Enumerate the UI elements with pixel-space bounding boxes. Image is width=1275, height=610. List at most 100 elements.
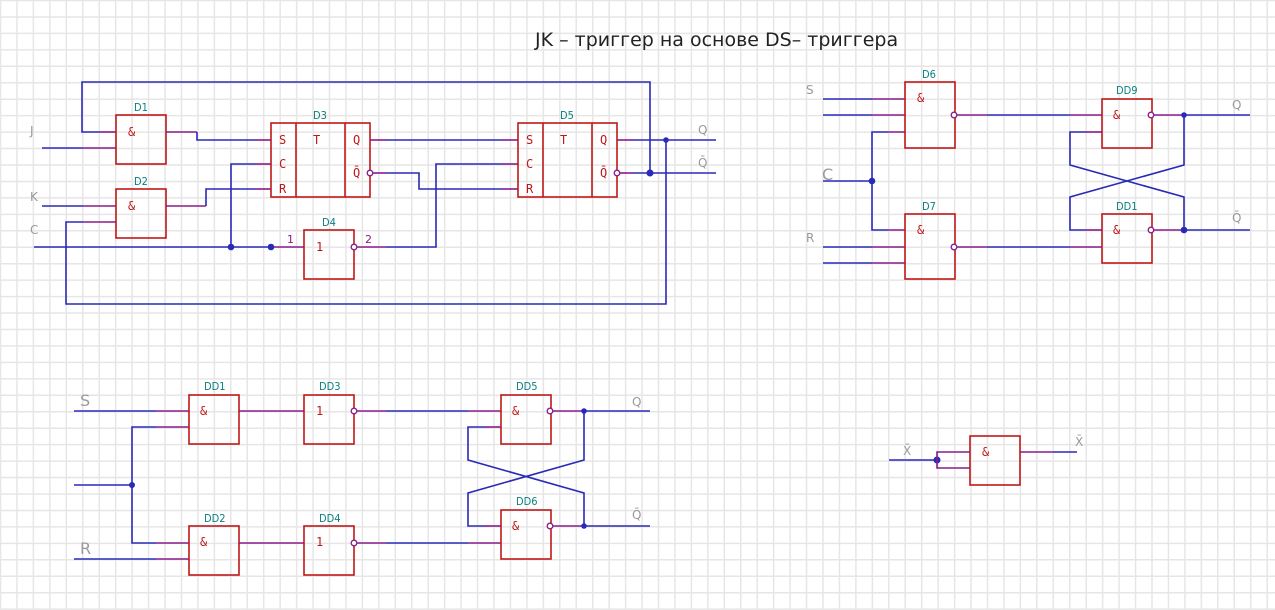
d5-out-q: Q (600, 133, 607, 147)
feedback-wire-qbar (81, 81, 651, 173)
gate-dd1 (1101, 213, 1153, 264)
gate-dd9-symbol: & (1113, 108, 1121, 122)
gate-d1-ref: D1 (134, 101, 148, 114)
gate-dd9 (1101, 98, 1153, 149)
flipflop-d5: S C R T Q Q̄ D5 (517, 109, 621, 198)
gate-dd3-ref: DD3 (319, 380, 341, 393)
wire (871, 131, 888, 231)
d5-out-qbar: Q̄ (600, 166, 607, 180)
cross-wire (467, 426, 585, 526)
inversion-bubble (546, 522, 554, 530)
gate-d4-ref: D4 (322, 216, 336, 229)
clocked-sr-circuit: S C R & D6 & D7 & DD9 (806, 68, 1250, 280)
input-label-r: R (806, 231, 814, 245)
gate-d4 (303, 229, 355, 280)
gate-dd1 (188, 394, 240, 445)
gate-d7-ref: D7 (922, 200, 936, 213)
gate-dd6 (500, 509, 552, 560)
nand-inverter-example: X̄ & X̄ (889, 435, 1083, 486)
gate-d2-symbol: & (128, 199, 136, 213)
inversion-bubble (1147, 226, 1155, 234)
wire-d1-to-d3s (196, 132, 255, 141)
flipflop-d3: S C R T Q Q̄ D3 (270, 109, 374, 198)
d3-ref: D3 (313, 109, 327, 122)
gate-dd5-symbol: & (512, 404, 520, 418)
gate-dd4 (303, 525, 355, 576)
flipflop-d5-body (517, 122, 618, 198)
gate-dd2 (188, 525, 240, 576)
gate-nand-symbol: & (982, 445, 990, 459)
gate-dd9-ref: DD9 (1116, 84, 1138, 97)
inversion-bubble (350, 243, 358, 251)
output-label-q: Q (698, 123, 707, 137)
wire (131, 426, 156, 544)
flipflop-d3-body (270, 122, 371, 198)
gate-d2-ref: D2 (134, 175, 148, 188)
gate-dd6-ref: DD6 (516, 495, 538, 508)
gate-d2 (115, 188, 167, 239)
d3-pin-r: R (279, 182, 287, 196)
d3-pin-s: S (279, 133, 286, 147)
inversion-bubble (613, 169, 621, 177)
input-label-j: J (29, 124, 34, 138)
wire-d2-to-d3r (205, 188, 255, 206)
output-label-xbar: X̄ (1075, 435, 1083, 449)
gate-dd5 (500, 394, 552, 445)
gate-d1 (115, 114, 167, 165)
pin-number-2: 2 (365, 233, 372, 246)
jk-flipflop-circuit: J K C & D1 & D2 1 (29, 81, 716, 305)
gate-dd3 (303, 394, 355, 445)
d3-pin-c: C (279, 157, 286, 171)
d5-ref: D5 (560, 109, 574, 122)
gate-d6-symbol: & (917, 91, 925, 105)
pin-number-1: 1 (287, 233, 294, 246)
gate-dd1-symbol: & (1113, 223, 1121, 237)
d5-type: T (560, 133, 567, 147)
input-label-k: K (30, 190, 39, 204)
diagram-title: JK – триггер на основе DS– триггера (534, 29, 898, 51)
inversion-bubble (950, 111, 958, 119)
output-label-q: Q (632, 395, 641, 409)
output-label-qbar: Q̄ (698, 156, 707, 170)
wire-clock-to-d3c (230, 163, 255, 247)
gate-dd1-ref: DD1 (1116, 200, 1138, 213)
input-label-c: C (30, 223, 38, 237)
pin (936, 451, 970, 469)
feedback-wire-q (65, 140, 667, 305)
gate-dd3-symbol: 1 (316, 404, 323, 418)
d5-pin-r: R (526, 182, 534, 196)
gate-d7-symbol: & (917, 223, 925, 237)
gate-d6-ref: D6 (922, 68, 936, 81)
d5-pin-c: C (526, 157, 533, 171)
bottom-sr-circuit: S R & DD1 & DD2 1 DD3 1 DD4 (74, 380, 650, 576)
gate-dd1-symbol: & (200, 404, 208, 418)
junction (663, 137, 669, 143)
input-label-s: S (80, 391, 90, 410)
junction (267, 243, 275, 251)
gate-dd5-ref: DD5 (516, 380, 538, 393)
cross-wire (1069, 131, 1185, 230)
input-label-r: R (80, 539, 91, 558)
output-label-qbar: Q̄ (632, 508, 641, 522)
d3-out-q: Q (353, 133, 360, 147)
inversion-bubble (366, 169, 374, 177)
cross-wire (1069, 115, 1185, 231)
input-label-s: S (806, 83, 814, 97)
inversion-bubble (950, 243, 958, 251)
gate-nand (969, 435, 1021, 486)
wire-d3qbar-to-d5r (386, 172, 502, 190)
d5-pin-s: S (526, 133, 533, 147)
cross-wire (467, 411, 585, 527)
inversion-bubble (1147, 111, 1155, 119)
gate-d1-symbol: & (128, 125, 136, 139)
input-label-xbar: X̄ (903, 444, 911, 458)
wire-d4-to-d5c (386, 163, 502, 248)
inversion-bubble (350, 539, 358, 547)
gate-dd4-symbol: 1 (316, 535, 323, 549)
input-label-c: C (822, 165, 833, 184)
gate-dd2-symbol: & (200, 535, 208, 549)
inversion-bubble (546, 407, 554, 415)
inversion-bubble (350, 407, 358, 415)
output-label-q: Q (1232, 98, 1241, 112)
